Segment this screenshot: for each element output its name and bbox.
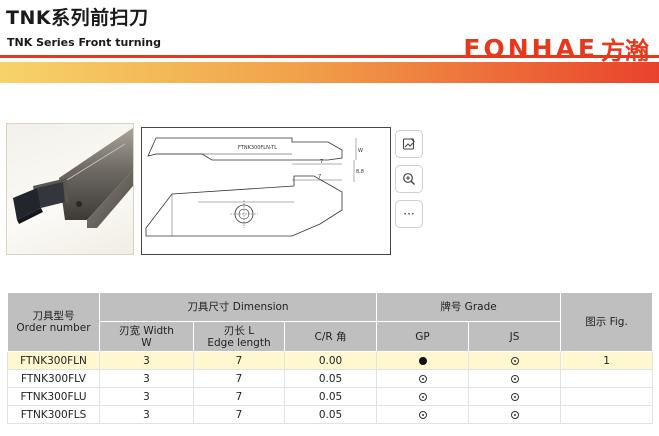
col-dimension-header: 刀具尺寸 Dimension xyxy=(98,292,378,322)
cell-l: 7 xyxy=(193,387,285,406)
col-grade-header: 牌号 Grade xyxy=(376,292,562,322)
available-dot-icon xyxy=(418,356,427,365)
brand-logo: FONHAE 方瀚 xyxy=(463,31,649,66)
dim-length-top: 7 xyxy=(320,159,323,165)
cell-fig xyxy=(560,405,654,424)
optional-ring-icon xyxy=(418,374,427,383)
cell-cr: 0.05 xyxy=(283,369,378,388)
zoom-in-button[interactable] xyxy=(395,165,423,193)
cell-js xyxy=(468,405,562,424)
tool-holder-image xyxy=(13,128,133,228)
header-rule xyxy=(0,55,659,58)
cell-w: 3 xyxy=(99,351,194,370)
cell-cr: 0.00 xyxy=(283,351,378,370)
edit-image-button[interactable] xyxy=(395,130,423,158)
cell-fig xyxy=(560,369,654,388)
spec-table: 刀具型号 Order number 刀具尺寸 Dimension 牌号 Grad… xyxy=(7,292,654,424)
cell-order: FTNK300FLV xyxy=(7,369,100,388)
cell-gp xyxy=(376,369,470,388)
cell-l: 7 xyxy=(193,405,285,424)
cell-js xyxy=(468,369,562,388)
cell-js xyxy=(468,387,562,406)
header-gradient-band xyxy=(0,62,659,83)
technical-drawing: FTNK300FLN-TL 7 W 7 8.8 xyxy=(141,127,391,255)
cell-w: 3 xyxy=(99,369,194,388)
page-title: TNK系列前扫刀 xyxy=(6,7,149,29)
more-icon: ··· xyxy=(403,207,415,221)
cell-order: FTNK300FLN xyxy=(7,351,100,370)
cell-fig xyxy=(560,387,654,406)
page-subtitle: TNK Series Front turning xyxy=(7,36,162,49)
col-gp-header: GP xyxy=(376,321,470,352)
more-button[interactable]: ··· xyxy=(395,200,423,228)
brand-logo-latin: FONHAE xyxy=(463,34,598,63)
col-js-header: JS xyxy=(468,321,562,352)
cell-order: FTNK300FLS xyxy=(7,405,100,424)
optional-ring-icon xyxy=(510,356,519,365)
cell-cr: 0.05 xyxy=(283,387,378,406)
optional-ring-icon xyxy=(418,410,427,419)
cell-gp xyxy=(376,351,470,370)
dim-width-label: W xyxy=(358,148,363,154)
cell-l: 7 xyxy=(193,369,285,388)
dim-length-front: 7 xyxy=(318,174,321,180)
optional-ring-icon xyxy=(510,392,519,401)
optional-ring-icon xyxy=(418,392,427,401)
col-width-header: 刃宽 Width W xyxy=(99,321,194,352)
brand-logo-cn: 方瀚 xyxy=(601,37,649,65)
dim-height: 8.8 xyxy=(356,169,364,175)
cell-js xyxy=(468,351,562,370)
cell-w: 3 xyxy=(99,387,194,406)
part-label: FTNK300FLN-TL xyxy=(238,145,277,151)
cell-gp xyxy=(376,405,470,424)
cell-l: 7 xyxy=(193,351,285,370)
zoom-in-icon xyxy=(403,173,415,185)
cell-gp xyxy=(376,387,470,406)
col-cr-header: C/R 角 xyxy=(283,321,378,352)
cell-w: 3 xyxy=(99,405,194,424)
product-photo xyxy=(6,123,134,255)
col-edge-header: 刃长 L Edge length xyxy=(193,321,285,352)
edit-image-icon xyxy=(402,138,415,150)
cell-order: FTNK300FLU xyxy=(7,387,100,406)
cell-fig: 1 xyxy=(560,351,654,370)
optional-ring-icon xyxy=(510,374,519,383)
cell-cr: 0.05 xyxy=(283,405,378,424)
col-fig-header: 图示 Fig. xyxy=(560,292,654,352)
optional-ring-icon xyxy=(510,410,519,419)
col-order-header: 刀具型号 Order number xyxy=(7,292,100,352)
